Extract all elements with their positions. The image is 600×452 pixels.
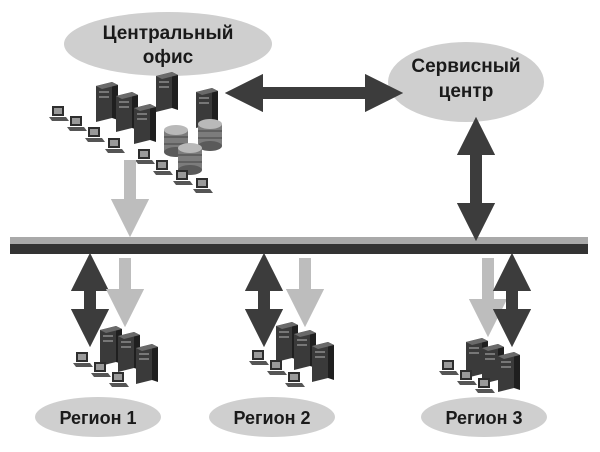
central-office-label-line2: офис [143,47,194,68]
service-center-label-line2: центр [439,81,494,102]
region3-equipment-icon [439,338,520,393]
central-office-label-line1: Центральный [103,23,234,44]
region1-label: Регион 1 [59,408,136,428]
region1-equipment-icon [73,326,158,387]
region3-label: Регион 3 [445,408,522,428]
region3-node: Регион 3 [421,397,547,437]
region2-label: Регион 2 [233,408,310,428]
region2-equipment-icon [249,322,334,387]
service-center-label-line1: Сервисный [411,56,520,77]
service-center-node: Сервисный центр [388,42,544,122]
central-office-node: Центральный офис [64,12,272,76]
network-bus [10,237,588,254]
region2-node: Регион 2 [209,397,335,437]
region1-node: Регион 1 [35,397,161,437]
